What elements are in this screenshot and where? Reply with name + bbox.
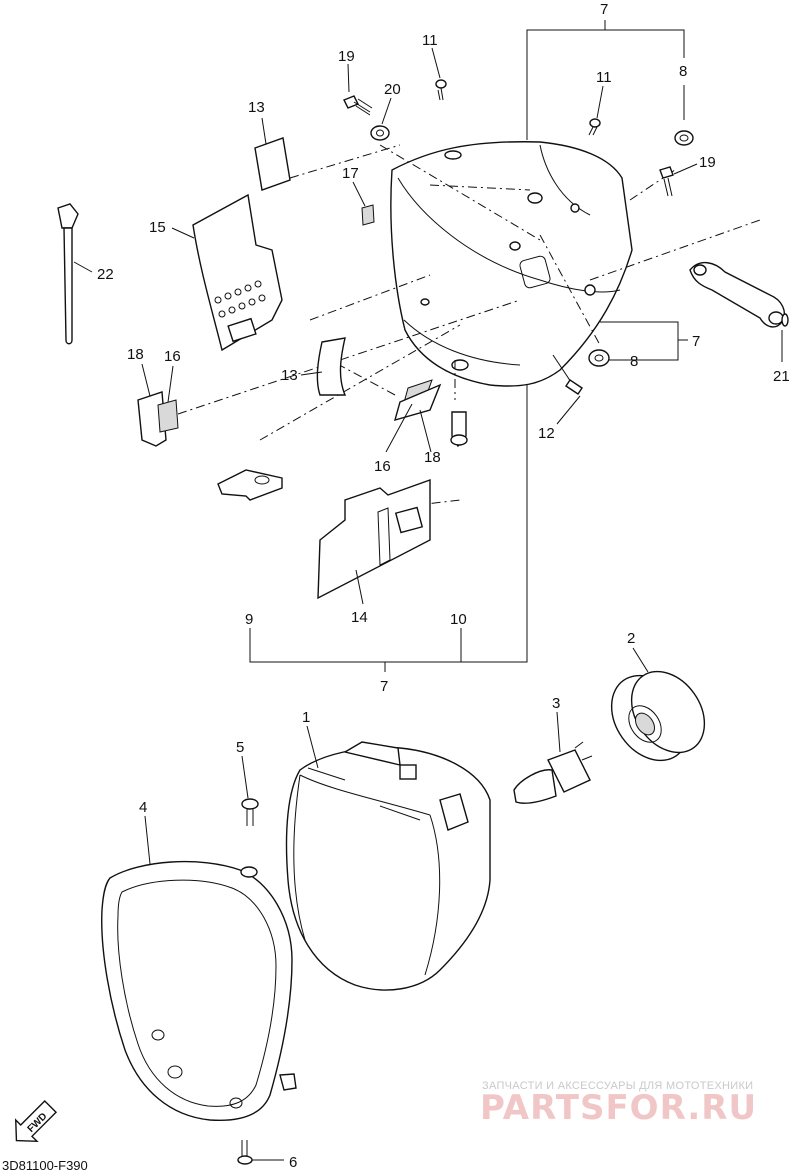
label-17: [361, 204, 375, 226]
callout-3: 3: [552, 695, 560, 712]
callout-21: 21: [773, 368, 790, 385]
callout-4: 4: [139, 799, 147, 816]
callout-7-bottom: 7: [380, 678, 388, 695]
screw-5: [241, 798, 259, 826]
grommet-8-right: [588, 349, 610, 367]
callout-20: 20: [384, 81, 401, 98]
callout-17: 17: [342, 165, 359, 182]
callout-10: 10: [450, 611, 467, 628]
group-7-bracket-right: [600, 321, 688, 361]
bolt-10: [450, 411, 468, 448]
callout-13-a: 13: [248, 99, 265, 116]
watermark-brand: PARTSFOR.RU: [480, 1088, 757, 1128]
rim-4: [101, 860, 297, 1122]
callout-15: 15: [149, 219, 166, 236]
headlight-housing: [390, 141, 633, 387]
cover-panel-15: [192, 193, 283, 352]
callout-7-right: 7: [692, 333, 700, 350]
screw-12: [552, 354, 583, 395]
pad-18-center: [393, 383, 442, 422]
group-7-bracket-bottom: [249, 380, 528, 672]
leader-lines: [73, 47, 783, 1161]
callout-2: 2: [627, 630, 635, 647]
callout-7-top: 7: [600, 1, 608, 18]
pad-16-left: [157, 399, 179, 433]
forward-direction-arrow: FWD: [14, 1099, 58, 1143]
callout-labels: 7 8 11 11 19 20 19 13 17 15 22 18 16 13 …: [97, 1, 790, 1171]
callout-5: 5: [236, 739, 244, 756]
label-13-top: [254, 137, 291, 191]
headlight-unit-1: [285, 741, 491, 991]
stay-bracket-21: [689, 262, 789, 328]
label-13-bottom: [316, 337, 347, 396]
callout-19-b: 19: [699, 154, 716, 171]
screw-11-top: [435, 79, 447, 101]
bolt-19-right: [659, 166, 674, 197]
bolt-19-left: [343, 95, 373, 116]
cable-tie-22: [57, 203, 79, 345]
callout-8-right: 8: [630, 353, 638, 370]
callout-16-b: 16: [374, 458, 391, 475]
diagram-code: 3D81100-F390: [2, 1158, 88, 1172]
cover-14: [317, 479, 431, 600]
bulb-cap-2: [610, 670, 706, 762]
bulb-3: [513, 741, 593, 804]
screw-11-right: [588, 118, 601, 136]
callout-11-a: 11: [422, 32, 438, 49]
callout-13-b: 13: [281, 367, 298, 384]
callout-1: 1: [302, 709, 310, 726]
grommet-8-top: [674, 130, 694, 146]
washer-20: [370, 125, 390, 141]
callout-12: 12: [538, 425, 555, 442]
callout-19-a: 19: [338, 48, 355, 65]
callout-8-top: 8: [679, 63, 687, 80]
callout-9: 9: [245, 611, 253, 628]
bracket-9: [217, 469, 283, 501]
watermark: ЗАПЧАСТИ И АКСЕССУАРЫ ДЛЯ МОТОТЕХНИКИ PA…: [480, 1080, 757, 1128]
callout-22: 22: [97, 266, 114, 283]
callout-18-a: 18: [127, 346, 144, 363]
callout-18-b: 18: [424, 449, 441, 466]
callout-11-b: 11: [596, 69, 612, 86]
callout-16-a: 16: [164, 348, 181, 365]
callout-14: 14: [351, 609, 368, 626]
screw-6: [237, 1140, 253, 1165]
watermark-tagline: ЗАПЧАСТИ И АКСЕССУАРЫ ДЛЯ МОТОТЕХНИКИ: [482, 1080, 753, 1092]
group-7-bracket-top: [526, 20, 685, 140]
callout-6: 6: [289, 1154, 297, 1171]
